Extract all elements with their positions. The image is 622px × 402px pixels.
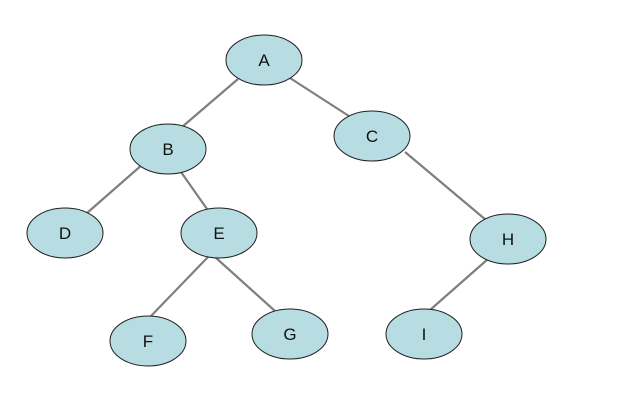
node-label-c: C <box>366 127 378 146</box>
node-label-d: D <box>59 224 71 243</box>
tree-node-c: C <box>333 110 411 162</box>
tree-node-f: F <box>109 315 187 367</box>
node-label-a: A <box>258 51 270 70</box>
node-shape-h <box>469 213 547 265</box>
node-shape-c <box>333 110 411 162</box>
node-label-b: B <box>162 140 173 159</box>
tree-node-g: G <box>251 308 329 360</box>
edges-layer <box>86 77 489 317</box>
node-label-f: F <box>143 332 153 351</box>
tree-node-d: D <box>26 207 104 259</box>
edge-h-i <box>429 258 489 311</box>
node-shape-f <box>109 315 187 367</box>
node-shape-e <box>180 207 258 259</box>
node-label-e: E <box>213 224 224 243</box>
node-shape-b <box>129 123 207 175</box>
edge-c-h <box>404 151 487 221</box>
nodes-layer: A B C D E H F G I <box>26 34 547 367</box>
node-shape-d <box>26 207 104 259</box>
tree-node-e: E <box>180 207 258 259</box>
node-shape-a <box>225 34 303 86</box>
edge-e-f <box>150 256 209 317</box>
node-shape-i <box>385 308 463 360</box>
tree-node-i: I <box>385 308 463 360</box>
node-label-g: G <box>283 325 296 344</box>
edge-b-e <box>180 171 208 210</box>
edge-b-d <box>86 163 144 214</box>
node-label-i: I <box>422 325 427 344</box>
node-shape-g <box>251 308 329 360</box>
edge-a-b <box>181 78 239 128</box>
tree-node-b: B <box>129 123 207 175</box>
tree-node-a: A <box>225 34 303 86</box>
edge-e-g <box>214 256 276 312</box>
tree-node-h: H <box>469 213 547 265</box>
edge-a-c <box>289 77 353 119</box>
node-label-h: H <box>502 230 514 249</box>
